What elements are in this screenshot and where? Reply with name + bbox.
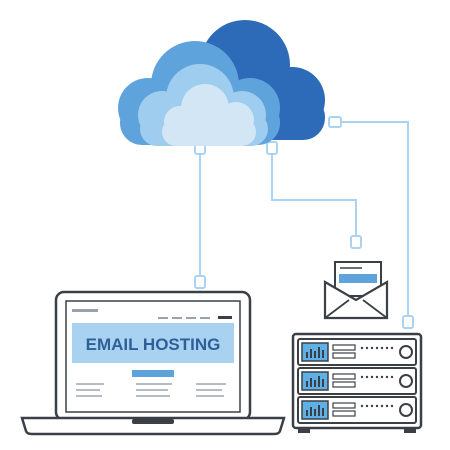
cloud-to-envelope-line (271, 150, 357, 240)
power-button-icon (399, 345, 413, 359)
screen-banner (72, 323, 234, 363)
connector-lines (199, 121, 409, 318)
plug-icon (328, 116, 342, 128)
screen-headline: EMAIL HOSTING (86, 335, 221, 354)
power-button-icon (399, 374, 413, 388)
screen-top-bar (72, 309, 232, 319)
cloud-to-server-line (336, 121, 409, 318)
server-unit (297, 367, 417, 395)
laptop-base (20, 416, 286, 436)
screen-text-lines (76, 383, 226, 397)
laptop-trackpad-notch (132, 419, 174, 424)
envelope-flap-lines (324, 299, 388, 319)
server-rack-foot (298, 428, 310, 433)
cloud-front-layer (162, 84, 256, 146)
screen-cta-button (132, 370, 174, 377)
plug-icon (266, 141, 278, 155)
server-rack-foot (404, 428, 416, 433)
envelope-body (323, 280, 389, 320)
plug-icon (194, 275, 206, 289)
letter-stripe (339, 274, 377, 283)
envelope-icon (323, 261, 389, 320)
plug-icon (350, 235, 362, 249)
cloud-icon (118, 20, 325, 146)
laptop-icon: EMAIL HOSTING (20, 290, 286, 436)
server-unit (297, 338, 417, 366)
server-unit (297, 396, 417, 424)
power-button-icon (399, 403, 413, 417)
connector-plugs (194, 116, 414, 329)
server-rack-icon (291, 332, 423, 433)
plug-icon (402, 315, 414, 329)
